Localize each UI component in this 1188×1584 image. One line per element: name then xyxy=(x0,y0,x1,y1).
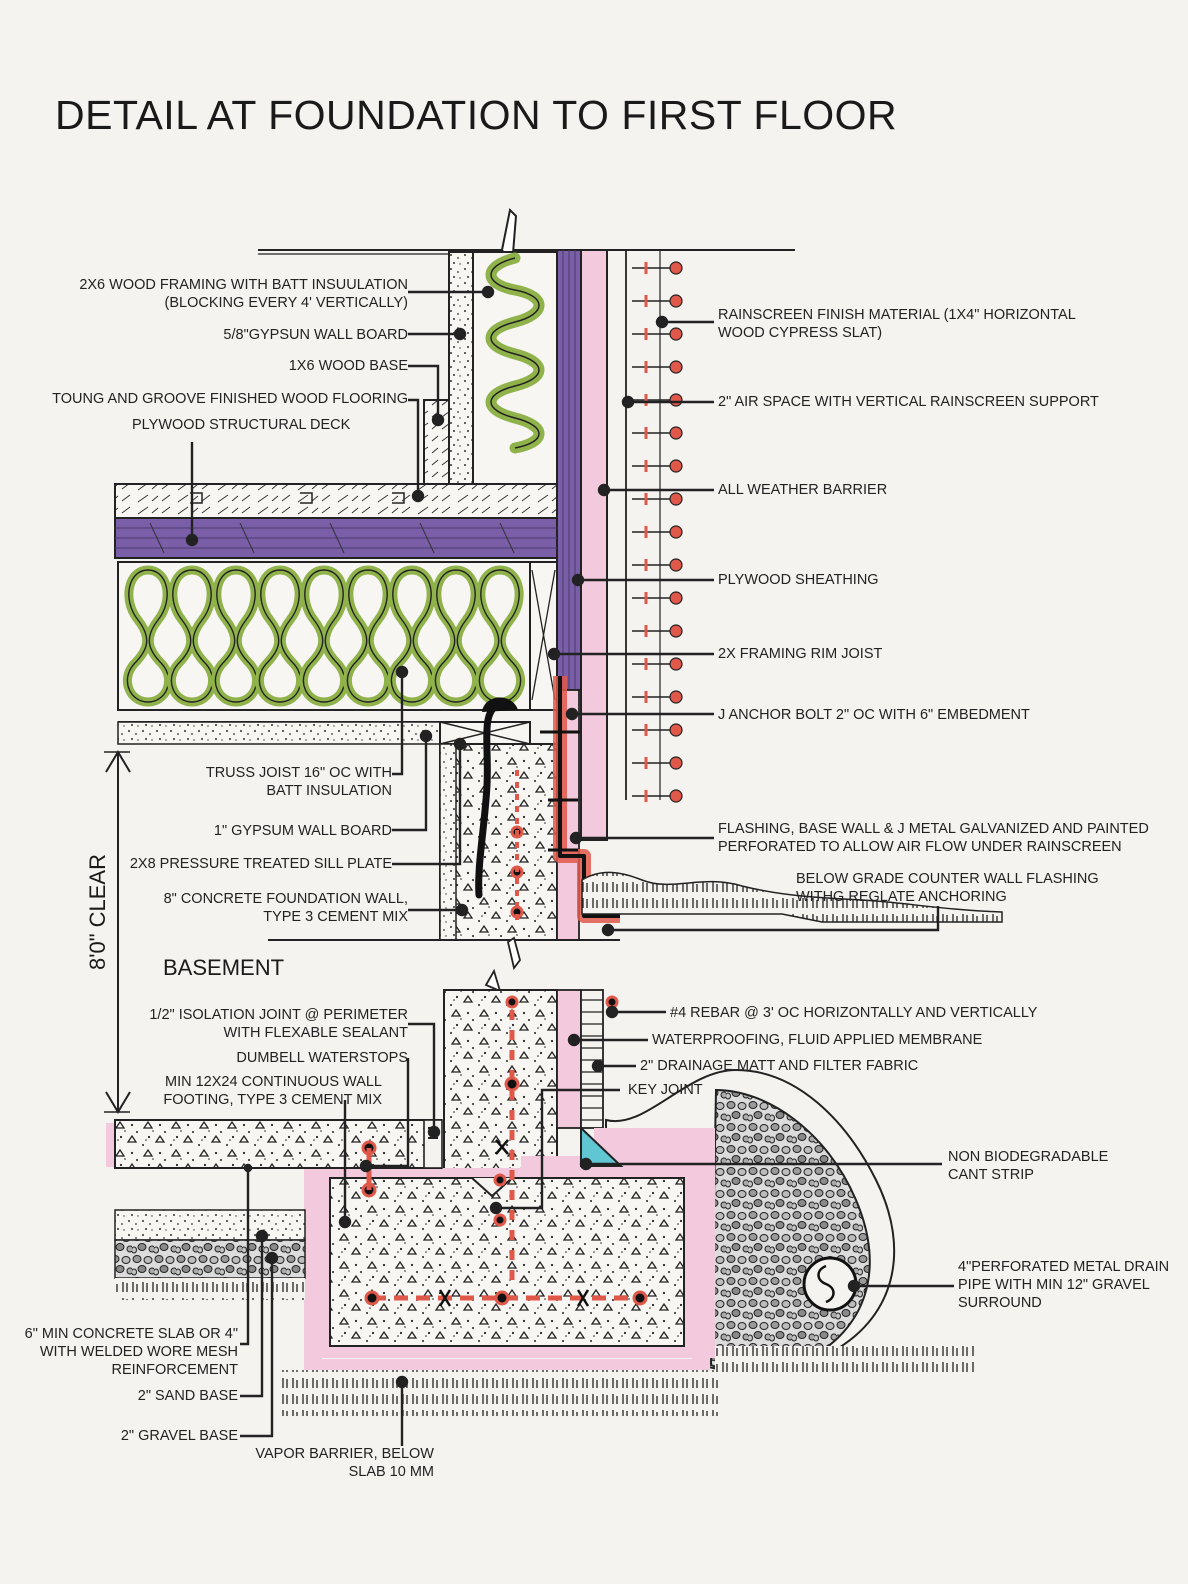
clear-height-label: 8'0" CLEAR xyxy=(85,854,110,970)
label-weather-barrier: ALL WEATHER BARRIER xyxy=(718,482,888,498)
label-waterstops: DUMBELL WATERSTOPS xyxy=(236,1050,408,1066)
label-flashing: FLASHING, BASE WALL & J METAL GALVANIZED… xyxy=(718,821,1149,855)
label-sand-base: 2" SAND BASE xyxy=(137,1388,238,1404)
label-flooring: TOUNG AND GROOVE FINISHED WOOD FLOORING xyxy=(52,391,408,407)
page-title: DETAIL AT FOUNDATION TO FIRST FLOOR xyxy=(55,92,898,138)
label-drainage-matt: 2" DRAINAGE MATT AND FILTER FABRIC xyxy=(640,1058,919,1074)
label-sill-plate: 2X8 PRESSURE TREATED SILL PLATE xyxy=(129,856,392,872)
label-waterproofing: WATERPROOFING, FLUID APPLIED MEMBRANE xyxy=(652,1032,983,1048)
label-wood-framing: 2X6 WOOD FRAMING WITH BATT INSUULATION(B… xyxy=(79,277,408,311)
basement-label: BASEMENT xyxy=(163,955,285,980)
label-anchor-bolt: J ANCHOR BOLT 2" OC WITH 6" EMBEDMENT xyxy=(718,707,1030,723)
label-wood-base: 1X6 WOOD BASE xyxy=(288,358,408,374)
label-air-space: 2" AIR SPACE WITH VERTICAL RAINSCREEN SU… xyxy=(718,394,1099,410)
label-key-joint: KEY JOINT xyxy=(628,1082,703,1098)
label-rebar: #4 REBAR @ 3' OC HORIZONTALLY AND VERTIC… xyxy=(670,1005,1038,1021)
label-plywood-sheathing: PLYWOOD SHEATHING xyxy=(718,572,879,588)
label-gravel-base: 2" GRAVEL BASE xyxy=(120,1428,238,1444)
label-rim-joist: 2X FRAMING RIM JOIST xyxy=(718,646,883,662)
label-gypsum-1: 1" GYPSUM WALL BOARD xyxy=(213,823,392,839)
label-slab: 6" MIN CONCRETE SLAB OR 4"WITH WELDED WO… xyxy=(24,1326,238,1378)
label-rainscreen: RAINSCREEN FINISH MATERIAL (1X4" HORIZON… xyxy=(718,307,1076,341)
label-foundation-wall: 8" CONCRETE FOUNDATION WALL,TYPE 3 CEMEN… xyxy=(163,891,408,925)
label-gypsum-58: 5/8"GYPSUN WALL BOARD xyxy=(223,327,408,343)
label-plywood-deck: PLYWOOD STRUCTURAL DECK xyxy=(132,417,351,433)
